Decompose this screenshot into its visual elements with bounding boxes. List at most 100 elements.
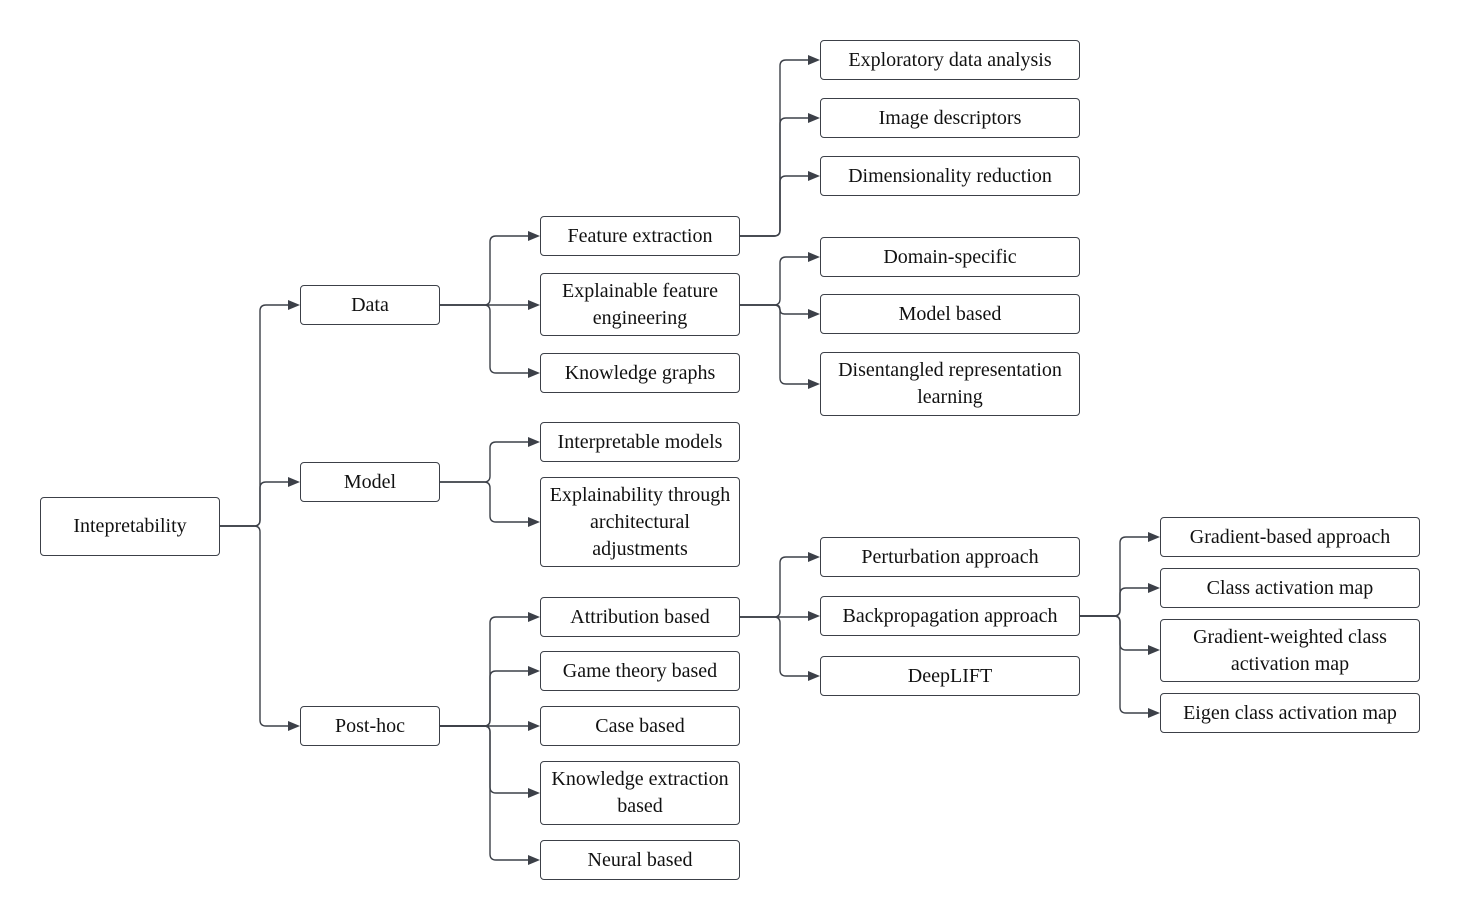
node-interpretable-models[interactable]: Interpretable models [540, 422, 740, 462]
arrowhead-feature-extraction-3 [808, 171, 820, 181]
arrowhead-backprop-4 [1148, 708, 1160, 718]
connector-attribution-1 [740, 556, 811, 618]
arrowhead-feature-engineering-2 [808, 309, 820, 319]
arrowhead-data-2 [528, 300, 540, 310]
node-interpretable-models-label: Interpretable models [557, 430, 723, 453]
node-disentangled-representation-learning[interactable]: Disentangled representation learning [820, 352, 1080, 416]
node-posthoc-label: Post-hoc [335, 714, 405, 737]
node-backpropagation-approach-label: Backpropagation approach [842, 604, 1058, 627]
connector-feature-engineering-3 [740, 304, 811, 385]
node-dimensionality-reduction-label: Dimensionality reduction [848, 164, 1052, 187]
arrowhead-model-2 [528, 517, 540, 527]
connector-feature-engineering-2 [740, 304, 811, 315]
node-perturbation-approach[interactable]: Perturbation approach [820, 537, 1080, 577]
connector-data-3 [440, 304, 531, 374]
node-neural-based[interactable]: Neural based [540, 840, 740, 880]
node-image-descriptors[interactable]: Image descriptors [820, 98, 1080, 138]
connector-posthoc-5 [440, 725, 531, 861]
arrowhead-attribution-2 [808, 611, 820, 621]
node-data-label: Data [351, 293, 389, 316]
node-neural-based-label: Neural based [587, 848, 693, 871]
node-knowledge-graphs-label: Knowledge graphs [564, 361, 716, 384]
node-deeplift[interactable]: DeepLIFT [820, 656, 1080, 696]
node-attribution-based-label: Attribution based [570, 605, 710, 628]
arrowhead-model-1 [528, 437, 540, 447]
node-exploratory-data-analysis[interactable]: Exploratory data analysis [820, 40, 1080, 80]
node-knowledge-extraction-based-label: Knowledge extraction based [551, 768, 729, 817]
node-feature-extraction-label: Feature extraction [567, 224, 713, 247]
node-gradient-based-approach[interactable]: Gradient-based approach [1160, 517, 1420, 557]
connector-backprop-1 [1080, 536, 1151, 617]
arrowhead-posthoc-3 [528, 721, 540, 731]
node-explainable-feature-engineering-label: Explainable feature engineering [561, 279, 719, 329]
arrowhead-posthoc-5 [528, 855, 540, 865]
node-domain-specific[interactable]: Domain-specific [820, 237, 1080, 277]
node-gradient-based-approach-label: Gradient-based approach [1189, 525, 1391, 548]
node-eigen-cam-label: Eigen class activation map [1183, 701, 1397, 724]
node-explainability-architectural[interactable]: Explainability through architectural adj… [540, 477, 740, 567]
node-knowledge-graphs[interactable]: Knowledge graphs [540, 353, 740, 393]
connector-root-2 [220, 481, 291, 527]
connector-data-1 [440, 235, 531, 306]
connector-model-1 [440, 441, 531, 483]
node-deeplift-label: DeepLIFT [907, 664, 993, 687]
node-gradient-weighted-cam[interactable]: Gradient-weighted class activation map [1160, 619, 1420, 682]
connector-feature-extraction-2 [740, 117, 811, 237]
node-eigen-cam[interactable]: Eigen class activation map [1160, 693, 1420, 733]
node-attribution-based[interactable]: Attribution based [540, 597, 740, 637]
node-disentangled-representation-learning-label: Disentangled representation learning [838, 359, 1062, 408]
node-root-label: Intepretability [73, 515, 187, 537]
node-model-based-label: Model based [898, 302, 1002, 325]
node-game-theory-based-label: Game theory based [562, 659, 718, 682]
arrowhead-root-3 [288, 721, 300, 731]
connector-feature-extraction-1 [740, 59, 811, 237]
node-feature-extraction[interactable]: Feature extraction [540, 216, 740, 256]
node-game-theory-based[interactable]: Game theory based [540, 651, 740, 691]
connector-attribution-3 [740, 616, 811, 677]
connector-posthoc-2 [440, 670, 531, 727]
arrowhead-data-1 [528, 231, 540, 241]
node-data[interactable]: Data [300, 285, 440, 325]
connector-backprop-4 [1080, 615, 1151, 714]
node-root[interactable]: Intepretability [40, 497, 220, 556]
node-case-based-label: Case based [595, 714, 685, 737]
node-explainability-architectural-label: Explainability through architectural adj… [549, 483, 731, 560]
connector-root-1 [220, 304, 291, 527]
connector-feature-extraction-3 [740, 175, 811, 237]
node-model-label: Model [343, 470, 397, 493]
arrowhead-attribution-1 [808, 552, 820, 562]
node-knowledge-extraction-based[interactable]: Knowledge extraction based [540, 761, 740, 825]
connector-model-2 [440, 481, 531, 523]
node-model-based[interactable]: Model based [820, 294, 1080, 334]
arrowhead-posthoc-1 [528, 612, 540, 622]
node-image-descriptors-label: Image descriptors [878, 106, 1022, 129]
arrowhead-feature-engineering-3 [808, 379, 820, 389]
arrowhead-posthoc-4 [528, 788, 540, 798]
node-posthoc[interactable]: Post-hoc [300, 706, 440, 746]
arrowhead-root-1 [288, 300, 300, 310]
connector-feature-engineering-1 [740, 256, 811, 306]
arrowhead-data-3 [528, 368, 540, 378]
arrowhead-backprop-3 [1148, 645, 1160, 655]
node-domain-specific-label: Domain-specific [883, 245, 1017, 268]
arrowhead-backprop-1 [1148, 532, 1160, 542]
connector-backprop-2 [1080, 587, 1151, 617]
arrowhead-posthoc-2 [528, 666, 540, 676]
connector-posthoc-4 [440, 725, 531, 794]
arrowhead-backprop-2 [1148, 583, 1160, 593]
node-model[interactable]: Model [300, 462, 440, 502]
arrowhead-root-2 [288, 477, 300, 487]
connector-backprop-3 [1080, 615, 1151, 651]
node-gradient-weighted-cam-label: Gradient-weighted class activation map [1193, 625, 1387, 675]
node-backpropagation-approach[interactable]: Backpropagation approach [820, 596, 1080, 636]
node-perturbation-approach-label: Perturbation approach [861, 545, 1039, 568]
node-class-activation-map[interactable]: Class activation map [1160, 568, 1420, 608]
arrowhead-attribution-3 [808, 671, 820, 681]
node-explainable-feature-engineering[interactable]: Explainable feature engineering [540, 273, 740, 336]
connector-root-3 [220, 525, 291, 727]
node-exploratory-data-analysis-label: Exploratory data analysis [848, 48, 1052, 71]
node-class-activation-map-label: Class activation map [1206, 576, 1374, 599]
node-dimensionality-reduction[interactable]: Dimensionality reduction [820, 156, 1080, 196]
node-case-based[interactable]: Case based [540, 706, 740, 746]
